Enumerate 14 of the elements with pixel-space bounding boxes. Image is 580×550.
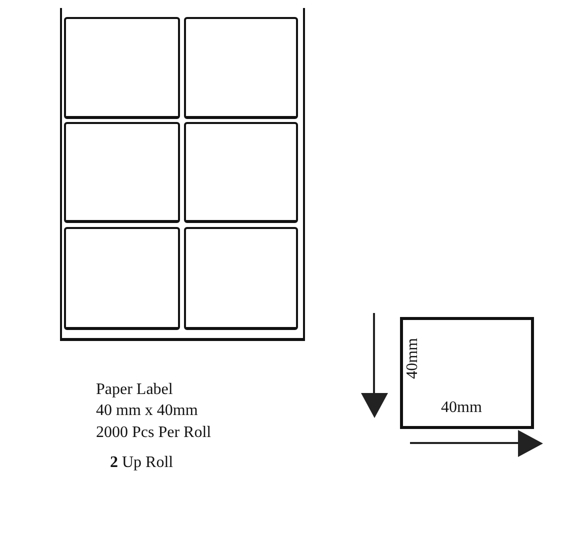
label-dimension-box (400, 317, 534, 429)
label-square (184, 17, 298, 119)
label-sheet (60, 8, 305, 341)
label-square (184, 227, 298, 330)
label-square (64, 17, 180, 119)
label-square (64, 227, 180, 330)
spec-text: 40 mm x 40mm (96, 403, 198, 419)
label-square (184, 122, 298, 223)
label-square (64, 122, 180, 223)
spec-text: Paper Label (96, 382, 173, 398)
dimension-label: 40mm (441, 400, 482, 416)
spec-text: 2000 Pcs Per Roll (96, 425, 212, 441)
dimension-label: 40mm (405, 338, 421, 379)
spec-text: 2 Up Roll (110, 455, 174, 471)
